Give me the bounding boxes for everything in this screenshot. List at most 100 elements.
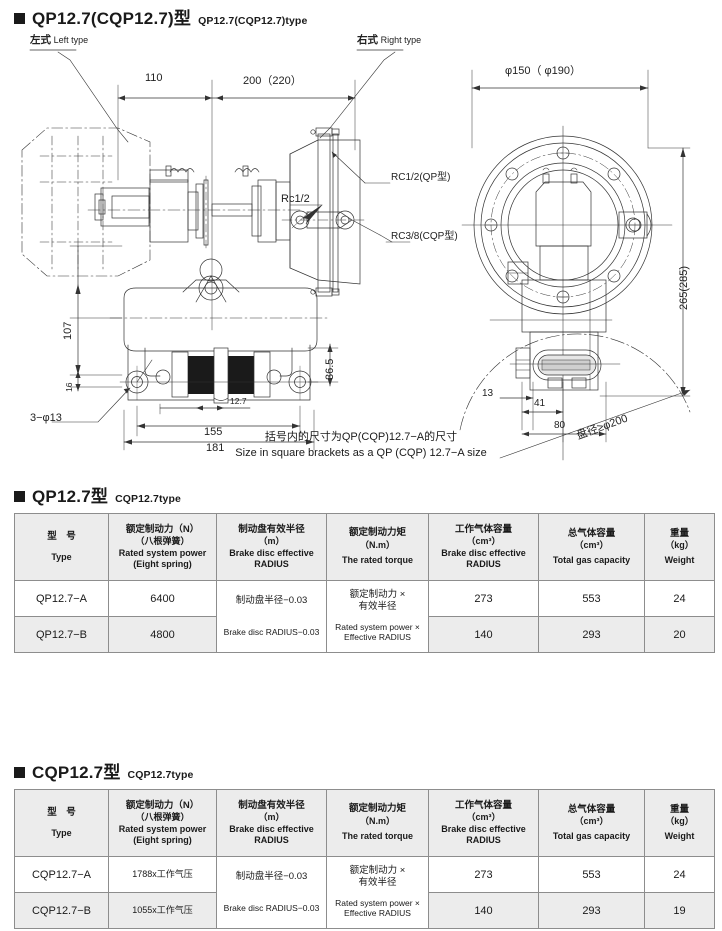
cell-rated-power: 6400	[108, 580, 217, 617]
caption-cn: 括号内的尺寸为QP(CQP)12.7−A的尺寸	[264, 431, 458, 443]
th-total-gas: 总气体容量 （cm³） Total gas capacity	[538, 513, 645, 581]
drawing-caption: 括号内的尺寸为QP(CQP)12.7−A的尺寸 Size in square b…	[161, 430, 561, 462]
cell-rated-torque-formula: 额定制动力 × 有效半径 Rated system power × Effect…	[326, 580, 429, 653]
dim-13: 13	[482, 388, 494, 399]
th-type-cn: 型 号	[47, 806, 76, 818]
drawing-section-heading: QP12.7(CQP12.7)型 QP12.7(CQP12.7)type	[14, 10, 307, 27]
th-total-gas-unit: （cm³）	[574, 540, 609, 551]
th-rated-power-unit: （八根弹簧）	[135, 536, 190, 547]
th-rated-power-en: Rated system power (Eight spring)	[118, 823, 207, 846]
th-weight-en: Weight	[664, 830, 695, 841]
right-type-label: 右式 Right type	[357, 34, 421, 47]
rated-torque-en: Rated system power × Effective RADIUS	[335, 897, 420, 918]
th-working-gas: 工作气体容量 （cm³） Brake disc effective RADIUS	[428, 789, 539, 857]
rated-torque-en: Rated system power × Effective RADIUS	[335, 621, 420, 642]
dim-155: 155	[204, 426, 223, 438]
th-weight-cn: 重量	[669, 527, 689, 539]
th-weight: 重量 （kg） Weight	[644, 513, 715, 581]
th-rated-torque: 额定制动力矩 （N.m） The rated torque	[326, 789, 429, 857]
right-type-cn: 右式	[357, 34, 378, 46]
table-row: QP12.7−B 4800 140 293 20	[14, 616, 715, 653]
th-working-gas-unit: （cm³）	[466, 536, 501, 547]
table-header-row: 型 号 Type 额定制动力（N） （八根弹簧） Rated system po…	[14, 513, 715, 581]
table2-heading-en: CQP12.7type	[127, 769, 194, 781]
cell-weight: 20	[644, 616, 715, 653]
dim-200-220: 200（220）	[243, 75, 302, 87]
th-rated-power: 额定制动力（N） （八根弹簧） Rated system power (Eigh…	[108, 513, 217, 581]
th-working-gas-cn: 工作气体容量	[454, 523, 512, 535]
th-disc-radius-en: Brake disc effective RADIUS	[229, 547, 314, 570]
dim-16: 16	[64, 382, 74, 392]
th-working-gas-unit: （cm³）	[466, 812, 501, 823]
th-type-cn: 型 号	[47, 530, 76, 542]
th-weight-unit: （kg）	[665, 540, 694, 551]
cell-rated-power: 4800	[108, 616, 217, 653]
qp12-7-spec-table: 型 号 Type 额定制动力（N） （八根弹簧） Rated system po…	[14, 513, 715, 653]
drawing-canvas	[21, 49, 691, 461]
disc-radius-cn: 制动盘半径−0.03	[235, 870, 308, 882]
th-disc-radius-cn: 制动盘有效半径	[238, 799, 305, 811]
rc38-cqp-callout: RC3/8(CQP型)	[391, 231, 458, 242]
holes-callout: 3−φ13	[30, 412, 62, 424]
th-weight-en: Weight	[664, 554, 695, 565]
th-disc-radius-unit: （m）	[258, 536, 285, 547]
rated-torque-cn: 额定制动力 × 有效半径	[349, 588, 406, 612]
disc-radius-cn: 制动盘半径−0.03	[235, 594, 308, 606]
th-type: 型 号 Type	[14, 789, 109, 857]
th-rated-torque-unit: （N.m）	[359, 815, 395, 826]
dim-12-7: 12.7	[230, 396, 247, 406]
th-rated-torque-unit: （N.m）	[359, 539, 395, 550]
rc12-qp-callout: RC1/2(QP型)	[391, 172, 451, 183]
table2-heading-cn: CQP12.7型	[32, 763, 121, 782]
th-total-gas-cn: 总气体容量	[567, 527, 616, 539]
th-type: 型 号 Type	[14, 513, 109, 581]
dim-107: 107	[62, 321, 74, 340]
cell-working-gas: 273	[428, 856, 539, 893]
cell-rated-power: 1788x工作气压	[108, 856, 217, 893]
disc-radius-en: Brake disc RADIUS−0.03	[223, 902, 320, 913]
th-working-gas-cn: 工作气体容量	[454, 799, 512, 811]
bullet-square-icon	[14, 767, 25, 778]
th-weight-cn: 重量	[669, 803, 689, 815]
th-disc-radius-unit: （m）	[258, 812, 285, 823]
bullet-square-icon	[14, 13, 25, 24]
cell-total-gas: 553	[538, 856, 645, 893]
table-row: CQP12.7−A 1788x工作气压 制动盘半径−0.03 Brake dis…	[14, 856, 715, 929]
cell-rated-power: 1055x工作气压	[108, 892, 217, 929]
th-weight-unit: （kg）	[665, 816, 694, 827]
th-rated-power-cn: 额定制动力（N）	[125, 523, 200, 535]
rated-torque-cn: 额定制动力 × 有效半径	[349, 864, 406, 888]
left-type-cn: 左式	[30, 34, 51, 46]
cell-weight: 24	[644, 856, 715, 893]
th-rated-power: 额定制动力（N） （八根弹簧） Rated system power (Eigh…	[108, 789, 217, 857]
th-total-gas: 总气体容量 （cm³） Total gas capacity	[538, 789, 645, 857]
th-type-en: Type	[51, 552, 72, 563]
cell-working-gas: 140	[428, 616, 539, 653]
th-disc-radius-cn: 制动盘有效半径	[238, 523, 305, 535]
th-rated-power-en: Rated system power (Eight spring)	[118, 547, 207, 570]
dim-36-5: 36.5	[324, 358, 336, 380]
cell-rated-torque-formula: 额定制动力 × 有效半径 Rated system power × Effect…	[326, 856, 429, 929]
dim-80: 80	[554, 420, 566, 431]
th-working-gas-en: Brake disc effective RADIUS	[441, 547, 526, 570]
th-weight: 重量 （kg） Weight	[644, 789, 715, 857]
th-rated-power-unit: （八根弹簧）	[135, 812, 190, 823]
dim-181: 181	[206, 442, 225, 454]
th-disc-radius-en: Brake disc effective RADIUS	[229, 823, 314, 846]
th-rated-torque-en: The rated torque	[341, 831, 413, 842]
table2-section-heading: CQP12.7型 CQP12.7type	[14, 764, 193, 781]
cell-working-gas: 140	[428, 892, 539, 929]
table-row: QP12.7−A 6400 制动盘半径−0.03 Brake disc RADI…	[14, 580, 715, 653]
th-rated-power-cn: 额定制动力（N）	[125, 799, 200, 811]
cell-weight: 24	[644, 580, 715, 617]
bullet-square-icon	[14, 491, 25, 502]
th-total-gas-en: Total gas capacity	[552, 554, 631, 565]
left-type-en: Left type	[53, 35, 89, 45]
caption-en: Size in square brackets as a QP (CQP) 12…	[235, 446, 487, 459]
th-total-gas-unit: （cm³）	[574, 816, 609, 827]
disc-radius-en: Brake disc RADIUS−0.03	[223, 626, 320, 637]
th-rated-torque-cn: 额定制动力矩	[348, 527, 406, 539]
cell-type: CQP12.7−A	[14, 856, 109, 893]
cell-type: QP12.7−B	[14, 616, 109, 653]
cqp12-7-spec-table: 型 号 Type 额定制动力（N） （八根弹簧） Rated system po…	[14, 789, 715, 929]
